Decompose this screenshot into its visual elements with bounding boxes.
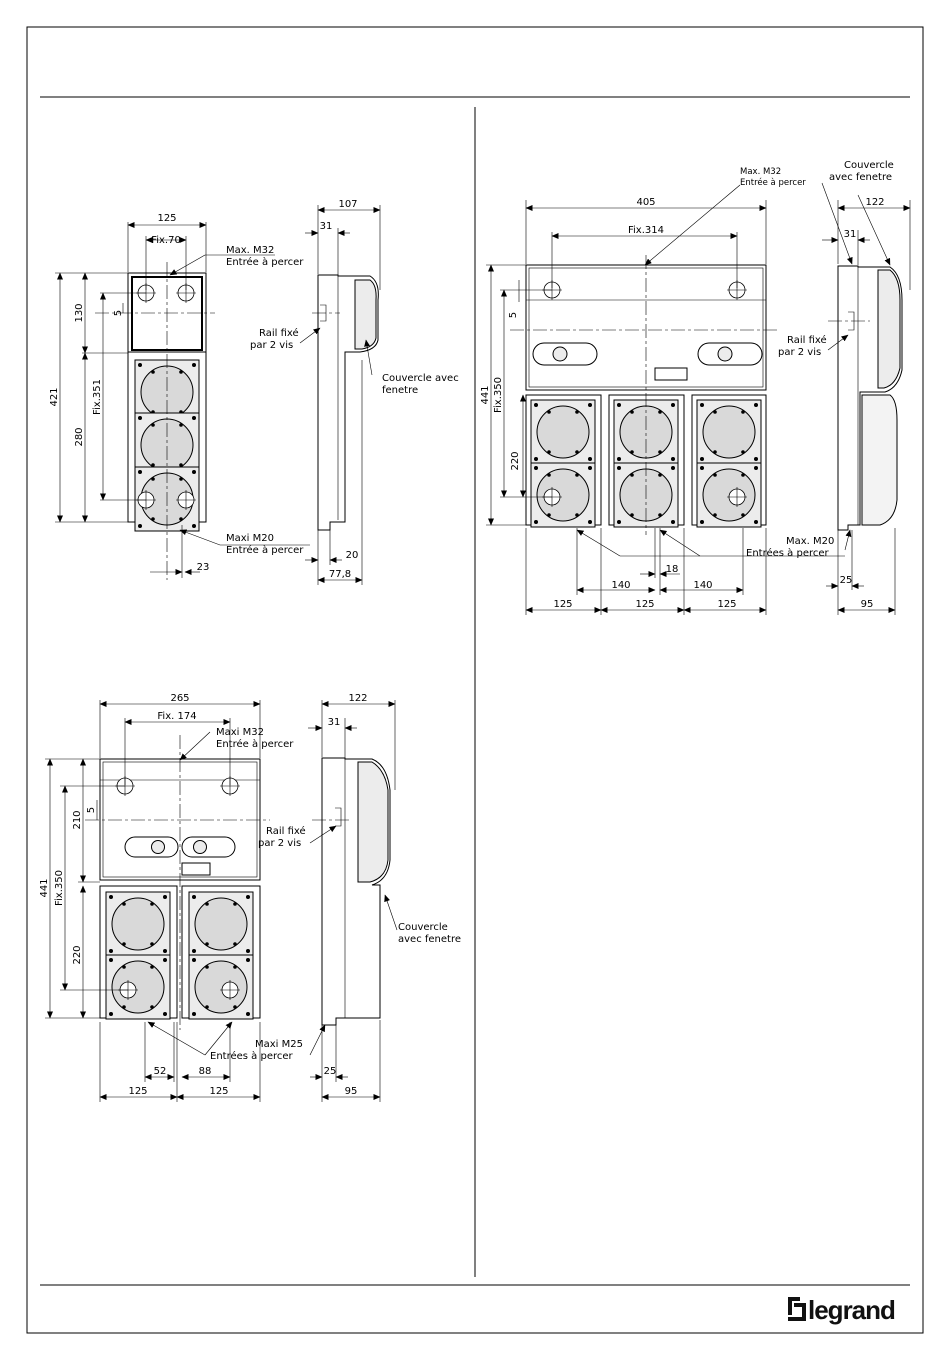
label-b-bottom-entry-2: Entrées à percer [746,547,830,559]
dim-a-fix-height: Fix.351 [92,379,103,415]
legrand-mark-icon [788,1297,800,1315]
dim-c-depth-bottom: 25 [324,1066,337,1077]
drawing-c-texts: 265 Fix. 174 441 Fix.350 210 5 220 52 88… [39,693,461,1097]
label-c-cover-1: Couvercle [398,922,448,933]
dim-b-col-1: 125 [553,599,572,610]
label-b-bottom-entry-1: Max. M20 [786,536,834,547]
dim-b-mid: 18 [666,564,679,575]
label-b-rail-2: par 2 vis [778,347,821,358]
drawing-a-front [95,262,215,580]
label-a-bottom-entry-1: Maxi M20 [226,533,274,544]
drawing-b-front [510,255,780,535]
dim-a-gap: 5 [113,310,124,316]
dim-a-bottom-height: 280 [74,427,85,446]
brand-name: legrand [808,1295,895,1325]
dim-b-fix-height: Fix.350 [493,377,504,413]
label-c-bottom-entry-1: Maxi M25 [255,1039,303,1050]
legrand-logo: legrand [788,1295,896,1325]
dim-a-depth-top: 31 [320,221,333,232]
dim-c-height: 441 [39,878,50,897]
dim-c-depth: 122 [348,693,367,704]
label-a-rail-1: Rail fixé [259,327,299,339]
dim-b-col-3: 125 [717,599,736,610]
label-b-top-entry-1: Max. M32 [740,167,781,177]
dim-c-fix-width: Fix. 174 [157,711,196,722]
label-a-bottom-entry-2: Entrée à percer [226,544,304,556]
dim-c-col-2: 125 [209,1086,228,1097]
dim-b-width: 405 [636,197,655,208]
drawing-b-dims [486,184,845,615]
label-b-cover-1: Couvercle [844,160,894,171]
dim-b-gap: 5 [508,312,519,318]
dim-b-depth-low: 95 [861,599,874,610]
dim-c-depth-top: 31 [328,717,341,728]
dim-c-col-1: 125 [128,1086,147,1097]
drawing-c-front [85,735,270,1030]
dim-c-width: 265 [170,693,189,704]
dim-a-width: 125 [157,213,176,224]
dim-a-top-height: 130 [74,303,85,322]
dim-b-fix-width: Fix.314 [628,225,664,236]
dim-a-depth-low: 20 [346,550,359,561]
label-b-cover-2: avec fenetre [829,172,892,183]
label-a-rail-2: par 2 vis [250,340,293,351]
dim-c-offset: 52 [154,1066,167,1077]
dim-c-gap: 5 [86,807,97,813]
sheet-frame [26,26,924,1334]
dim-b-pitch-1: 140 [611,580,630,591]
label-a-top-entry-2: Entrée à percer [226,256,304,268]
dim-b-height: 441 [480,385,491,404]
dim-b-depth-bottom: 25 [840,575,853,586]
dim-a-depth: 107 [338,199,357,210]
dim-c-depth-low: 95 [345,1086,358,1097]
label-a-top-entry-1: Max. M32 [226,245,274,256]
drawing-c-side [308,700,398,1102]
dim-b-bottom-height: 220 [510,451,521,470]
dim-a-fix-width: Fix.70 [151,235,181,246]
dim-c-fix-height: Fix.350 [54,870,65,906]
label-c-bottom-entry-2: Entrées à percer [210,1050,294,1062]
label-a-cover-1: Couvercle avec [382,373,459,384]
label-b-rail-1: Rail fixé [787,334,827,346]
label-c-cover-2: avec fenetre [398,934,461,945]
dim-a-bottom-offset: 23 [197,562,210,573]
label-b-top-entry-2: Entrée à percer [740,177,806,188]
drawing-c-dims [45,700,261,1102]
dim-b-pitch-2: 140 [693,580,712,591]
label-c-top-entry-1: Maxi M32 [216,727,264,738]
dim-b-depth-top: 31 [844,229,857,240]
dim-b-col-2: 125 [635,599,654,610]
drawing-a-side [299,205,381,585]
label-c-rail-2: par 2 vis [258,838,301,849]
drawing-a-dims [55,222,310,578]
drawing-a-texts: 125 Fix.70 421 130 280 Fix.351 5 23 107 … [49,199,459,580]
label-c-rail-1: Rail fixé [266,825,306,837]
drawing-b-texts: 405 Fix.314 441 Fix.350 5 220 140 140 18… [480,160,894,610]
drawing-b-side [821,182,911,615]
dim-a-height: 421 [49,387,60,406]
dim-c-bottom-height: 220 [72,945,83,964]
label-c-top-entry-2: Entrée à percer [216,738,294,750]
dim-c-top-height: 210 [72,810,83,829]
dim-b-depth: 122 [865,197,884,208]
label-a-cover-2: fenetre [382,385,418,396]
dim-a-depth-bottom: 77,8 [329,569,351,580]
dim-c-pitch: 88 [199,1066,212,1077]
